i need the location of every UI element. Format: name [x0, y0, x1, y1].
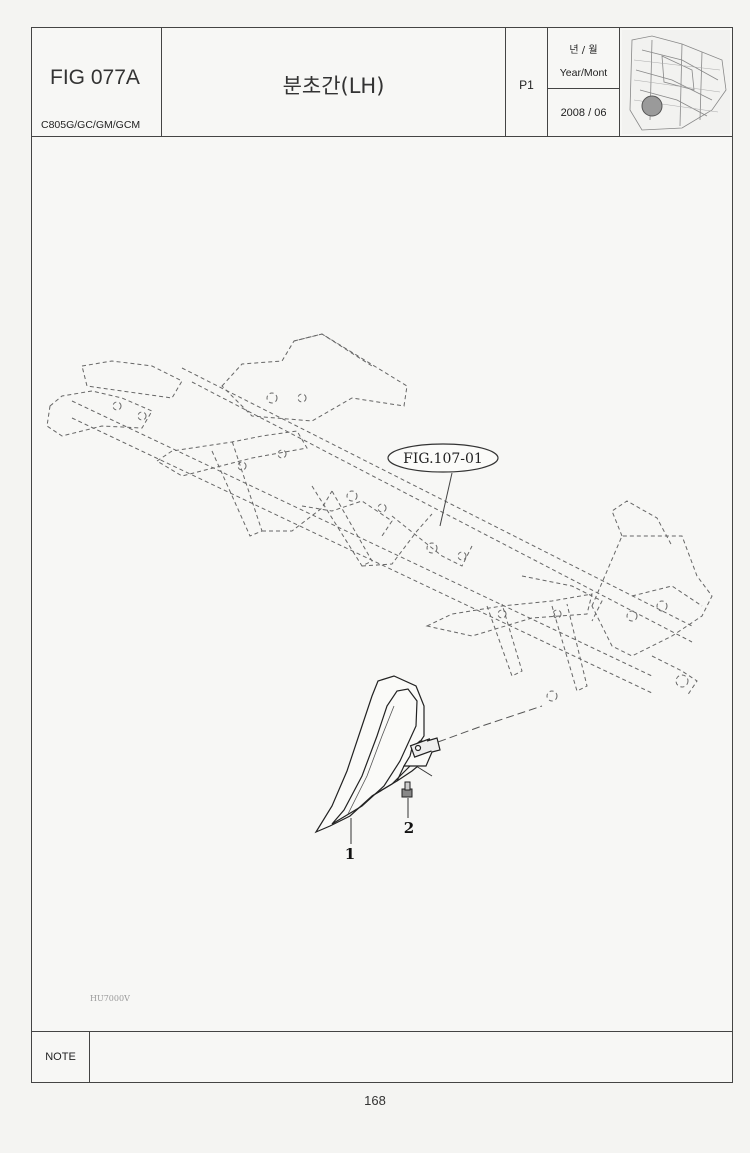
- date-label-box: 년 / 월 Year/Mont: [548, 28, 619, 89]
- bolt-part: [401, 781, 413, 798]
- connector-line: [426, 705, 543, 747]
- thumbnail-cell: [620, 28, 732, 136]
- figure-callout: FIG.107-01: [387, 443, 499, 527]
- highlight-marker: [641, 95, 663, 117]
- divider-part: [314, 675, 441, 834]
- model-code: C805G/GC/GM/GCM: [41, 119, 141, 131]
- drawing-stamp: HU7000V: [90, 994, 130, 1003]
- part-number-2: 2: [404, 819, 414, 837]
- reference-assembly: [46, 333, 713, 702]
- fig-cell: FIG 077A C805G/GC/GM/GCM: [32, 28, 162, 136]
- fig-number: FIG 077A: [50, 66, 140, 89]
- note-label: NOTE: [32, 1032, 90, 1083]
- header-block: FIG 077A C805G/GC/GM/GCM 분초간(LH) P1 년 / …: [32, 28, 732, 137]
- page-number: 168: [364, 1093, 386, 1108]
- date-value: 2008 / 06: [560, 107, 607, 119]
- parts-drawing: FIG.107-01 1 2: [46, 333, 713, 863]
- leader-2b: [415, 765, 433, 777]
- date-label-korean: 년 / 월: [569, 45, 598, 56]
- callout-label: FIG.107-01: [403, 451, 483, 467]
- date-cell: 년 / 월 Year/Mont 2008 / 06: [548, 28, 620, 136]
- page-cell: P1: [506, 28, 548, 136]
- note-row: NOTE: [32, 1031, 732, 1083]
- date-label-english: Year/Mont: [559, 67, 608, 79]
- part-number-1: 1: [345, 845, 355, 863]
- title-cell: 분초간(LH): [162, 28, 506, 136]
- parts-sheet: FIG 077A C805G/GC/GM/GCM 분초간(LH) P1 년 / …: [31, 27, 733, 1083]
- machine-thumbnail: [622, 30, 730, 134]
- page-title: 분초간(LH): [282, 74, 385, 98]
- sheet-page: P1: [519, 78, 534, 92]
